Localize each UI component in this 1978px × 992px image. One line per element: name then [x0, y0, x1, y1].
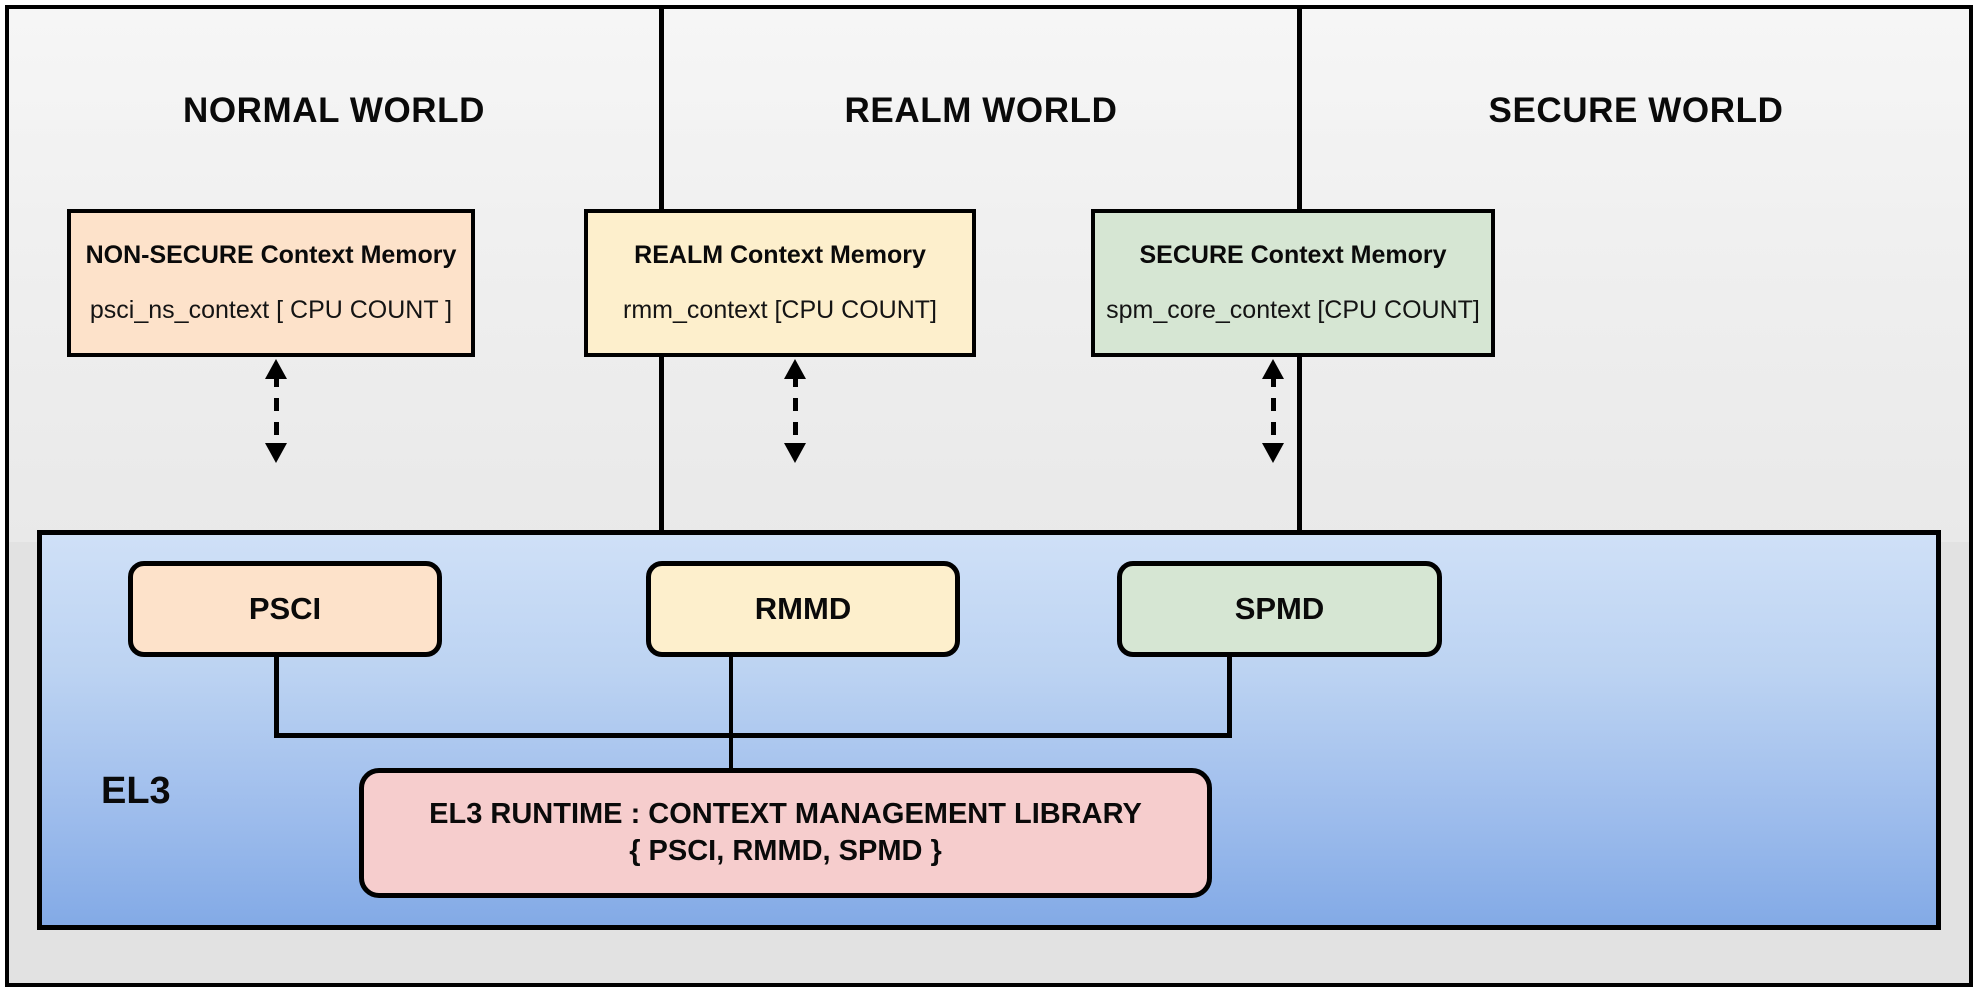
dispatcher-box-psci: PSCI — [128, 561, 442, 657]
dispatcher-box-rmmd: RMMD — [646, 561, 960, 657]
dispatcher-box-spmd: SPMD — [1117, 561, 1442, 657]
connector-rail-to-runtime — [729, 733, 733, 771]
context-memory-box-realm: REALM Context Memory rmm_context [CPU CO… — [584, 209, 976, 357]
context-memory-symbol-secure: spm_core_context [CPU COUNT] — [1106, 296, 1480, 324]
connector-rmmd-stub — [729, 655, 733, 735]
diagram-outer-frame: NORMAL WORLD REALM WORLD SECURE WORLD NO… — [5, 5, 1973, 987]
arrow-shaft — [1271, 374, 1276, 448]
world-title-realm: REALM WORLD — [844, 91, 1118, 130]
world-title-secure: SECURE WORLD — [1488, 91, 1784, 130]
connector-horizontal-rail — [274, 733, 1232, 738]
context-memory-title-non-secure: NON-SECURE Context Memory — [85, 241, 457, 269]
context-memory-symbol-realm: rmm_context [CPU COUNT] — [623, 296, 937, 324]
connector-spmd-stub — [1227, 655, 1232, 737]
runtime-library-title: EL3 RUNTIME : CONTEXT MANAGEMENT LIBRARY — [429, 797, 1142, 830]
el3-runtime-library-box: EL3 RUNTIME : CONTEXT MANAGEMENT LIBRARY… — [359, 768, 1212, 898]
arrowhead-down-icon — [1262, 443, 1284, 463]
context-memory-title-realm: REALM Context Memory — [634, 241, 926, 269]
context-memory-symbol-non-secure: psci_ns_context [ CPU COUNT ] — [89, 296, 453, 324]
dashed-arrow-rmmd-to-realm-context — [784, 359, 806, 463]
runtime-library-members: { PSCI, RMMD, SPMD } — [629, 835, 942, 867]
arrowhead-up-icon — [1262, 359, 1284, 379]
arrowhead-down-icon — [784, 443, 806, 463]
world-column-secure: SECURE WORLD — [1303, 9, 1969, 542]
el3-panel: EL3 PSCI RMMD SPMD EL3 RUNTIME : CONTEXT… — [37, 530, 1941, 930]
world-title-normal: NORMAL WORLD — [182, 91, 486, 130]
dashed-arrow-spmd-to-secure-context — [1262, 359, 1284, 463]
arrowhead-down-icon — [265, 443, 287, 463]
world-column-normal: NORMAL WORLD — [9, 9, 659, 542]
el3-label: EL3 — [101, 770, 171, 812]
dashed-arrow-psci-to-ns-context — [265, 359, 287, 463]
arrowhead-up-icon — [265, 359, 287, 379]
world-column-realm: REALM WORLD — [665, 9, 1297, 542]
worlds-strip: NORMAL WORLD REALM WORLD SECURE WORLD NO… — [9, 9, 1969, 542]
arrow-shaft — [793, 374, 798, 448]
context-memory-box-non-secure: NON-SECURE Context Memory psci_ns_contex… — [67, 209, 475, 357]
context-memory-title-secure: SECURE Context Memory — [1139, 241, 1447, 269]
arrowhead-up-icon — [784, 359, 806, 379]
context-memory-box-secure: SECURE Context Memory spm_core_context [… — [1091, 209, 1495, 357]
connector-psci-stub — [274, 655, 279, 737]
arrow-shaft — [274, 374, 279, 448]
